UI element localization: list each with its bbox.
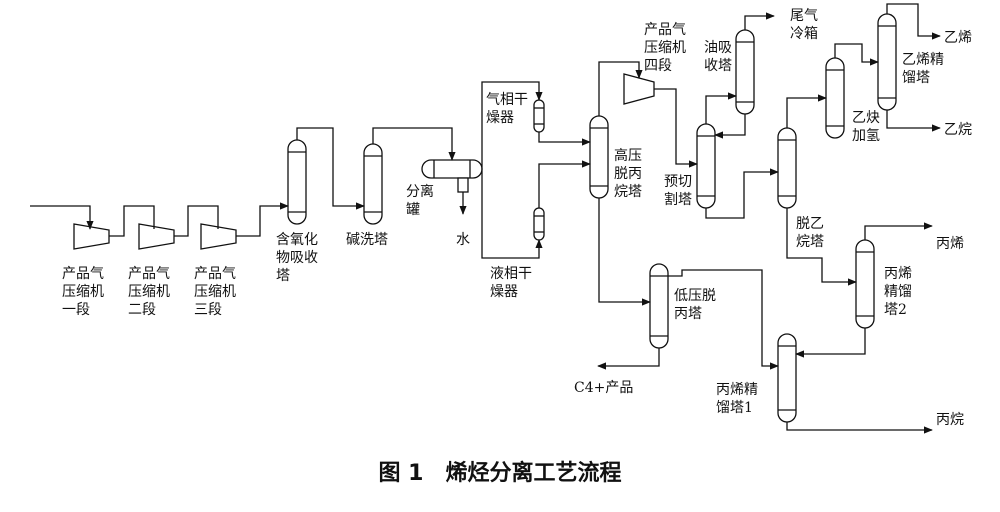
label-gas-dryer: 气相干燥器 [486,92,528,126]
label-comp2: 产品气压缩机二段 [128,266,170,318]
hp-depropanizer-column [589,115,609,199]
label-comp1: 产品气压缩机一段 [62,266,104,318]
caustic-wash-column [363,143,383,225]
label-pre-cut: 预切割塔 [664,174,692,208]
label-c4-product: C4+产品 [574,380,633,396]
label-liquid-dryer: 液相干燥器 [490,266,532,300]
figure-caption: 图 1 烯烃分离工艺流程 [379,460,622,486]
label-propylene: 丙烯 [936,236,964,252]
deethanizer-column [777,127,797,209]
propylene-rectifier-1-column [777,333,797,423]
compressor-stage-3 [200,223,237,250]
label-comp4: 产品气压缩机四段 [644,22,686,74]
label-ethylene-rect: 乙烯精馏塔 [902,52,944,86]
oil-absorber-column [735,29,755,115]
gas-dryer [533,99,545,133]
label-lp-depropanizer: 低压脱丙塔 [674,288,716,322]
pre-cut-column [696,123,716,209]
label-ethylene: 乙烯 [944,30,972,46]
label-water: 水 [456,232,470,248]
compressor-stage-1 [73,223,110,250]
liquid-dryer [533,207,545,241]
acetylene-hydrogenation-reactor [825,57,845,139]
ethylene-rectifier-column [877,13,897,111]
label-acetylene-hydro: 乙炔加氢 [852,110,880,144]
label-separator: 分离罐 [406,183,434,218]
label-comp3: 产品气压缩机三段 [194,266,236,318]
propylene-rectifier-2-column [855,239,875,329]
labels: 产品气压缩机一段 产品气压缩机二段 产品气压缩机三段 含氧化物吸收塔 碱洗塔 分… [62,8,972,428]
label-oxy-absorber: 含氧化物吸收塔 [276,232,318,284]
label-hp-depropanizer: 高压脱丙烷塔 [614,147,642,200]
label-oil-absorber: 油吸收塔 [704,40,732,74]
label-ethane: 乙烷 [944,122,972,138]
compressor-stage-2 [138,223,175,250]
label-propylene-rect1: 丙烯精馏塔1 [716,382,758,416]
label-deethanizer: 脱乙烷塔 [796,216,824,250]
lp-depropanizer-column [649,263,669,349]
label-tail-gas: 尾气冷箱 [790,8,818,42]
flow-lines [30,3,941,434]
label-caustic-wash: 碱洗塔 [346,232,388,248]
compressor-stage-4 [623,73,655,105]
label-propane: 丙烷 [936,412,964,428]
oxygenate-absorber-column [287,139,307,225]
label-propylene-rect2: 丙烯精馏塔2 [884,266,912,318]
